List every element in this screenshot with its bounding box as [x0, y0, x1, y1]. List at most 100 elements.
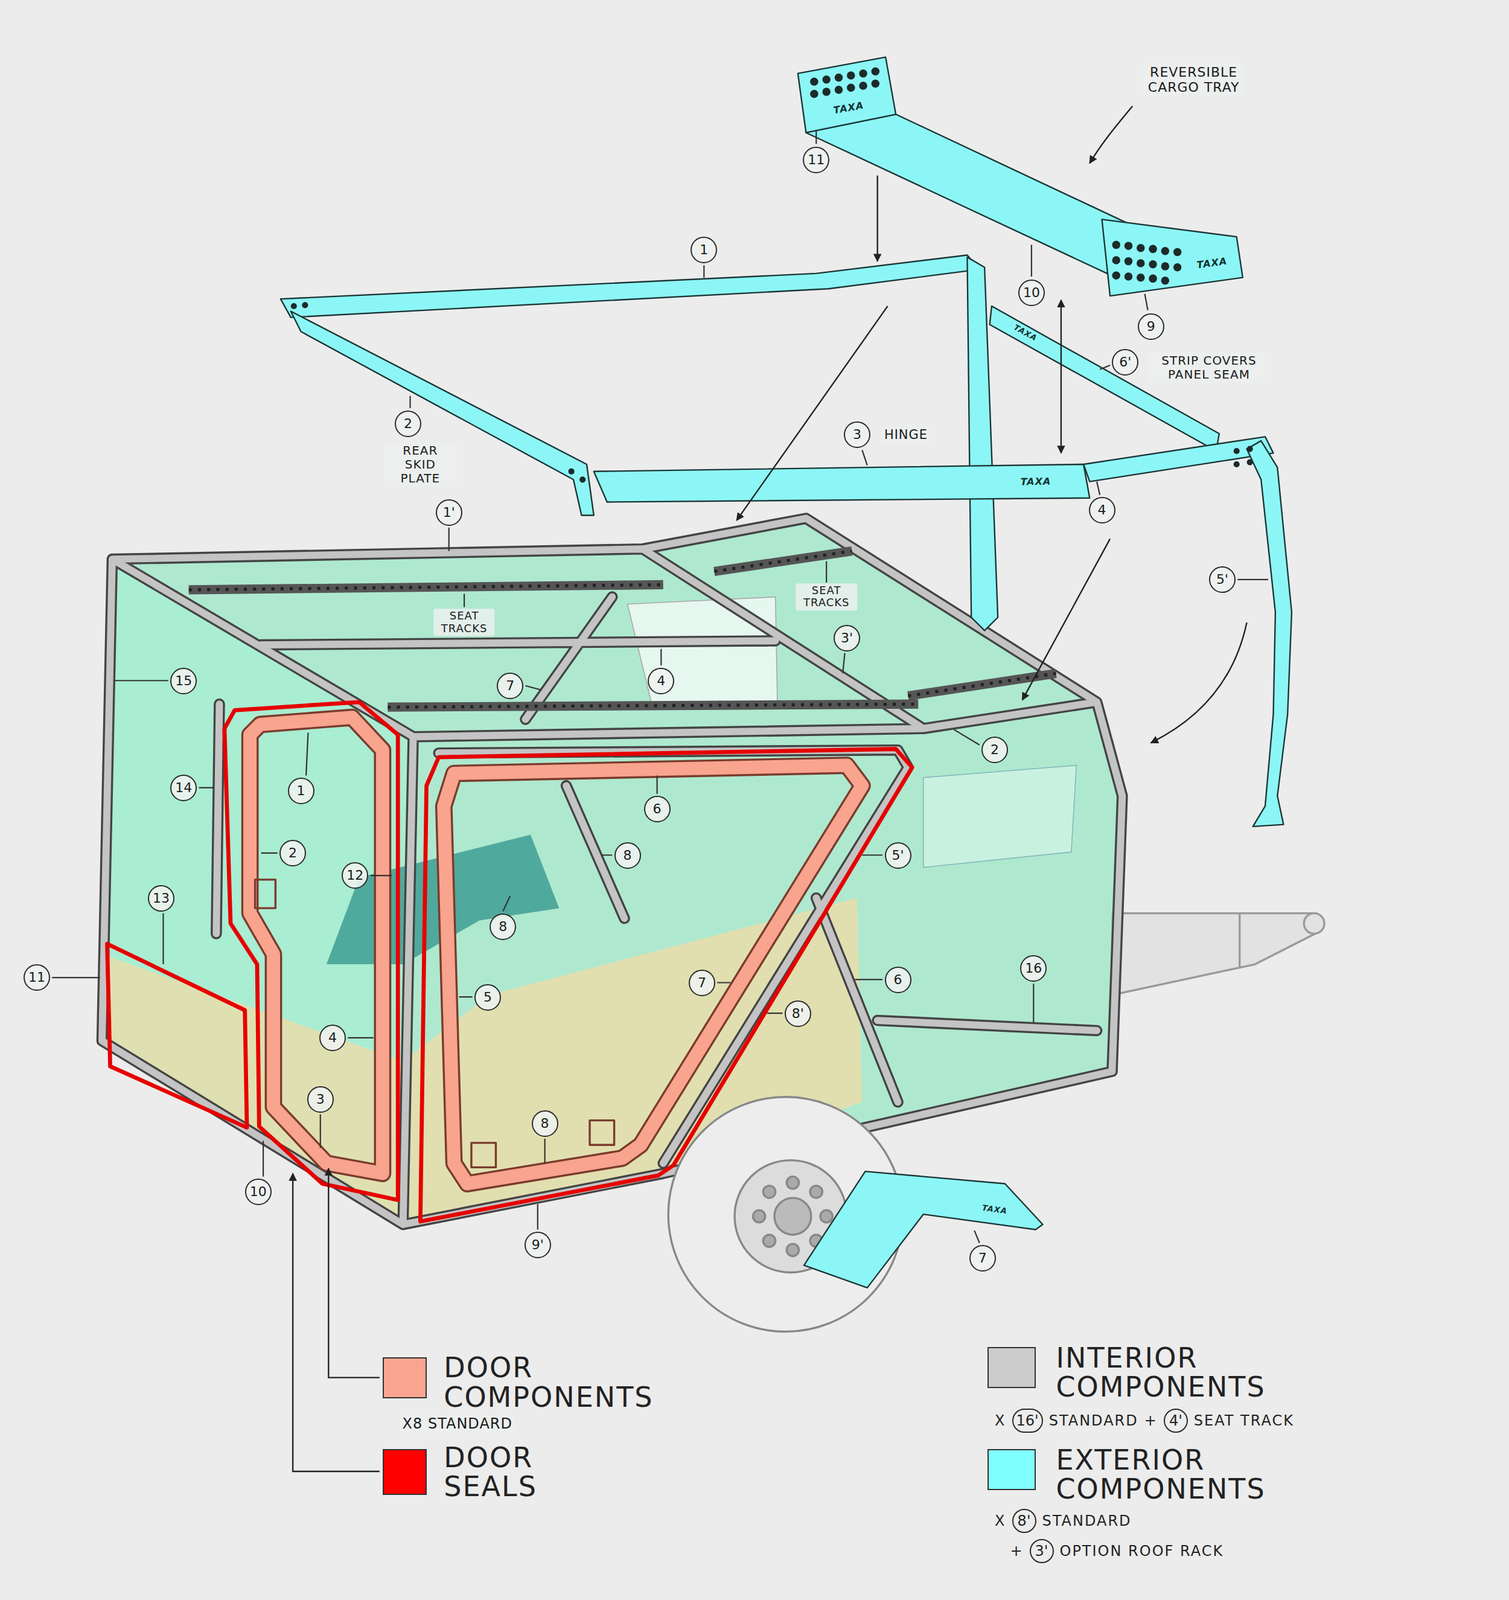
- bolt-hole: [1161, 276, 1170, 285]
- callout-number: 8: [614, 842, 642, 869]
- trailer-body: [923, 765, 1077, 868]
- legend-note: STANDARD: [1042, 1512, 1132, 1529]
- callout-number: 1: [287, 777, 315, 804]
- exterior-component: [1083, 436, 1273, 482]
- leader-line: [410, 130, 1269, 580]
- bolt-hole: [1173, 263, 1182, 272]
- callout-number: 13: [147, 884, 175, 912]
- bolt-hole: [1247, 446, 1254, 453]
- callout-number: 2: [981, 736, 1009, 763]
- callout-number: 3: [843, 421, 871, 448]
- callout-number: 8: [489, 913, 517, 940]
- door-seal: [224, 701, 398, 1200]
- bolt-hole: [1124, 272, 1133, 281]
- part-label: REAR SKID PLATE: [384, 442, 456, 487]
- wheel: [786, 1243, 799, 1256]
- callout-number: 9': [524, 1231, 552, 1258]
- callout-number: 3': [833, 624, 861, 652]
- legend-note: STANDARD: [1049, 1411, 1139, 1429]
- callout-number: 6': [1111, 348, 1139, 376]
- callout-number: 1: [690, 236, 718, 264]
- exterior-component: [797, 57, 896, 133]
- bolt-hole: [871, 67, 881, 77]
- bolt-hole: [822, 87, 831, 96]
- assembly-arrow: [292, 106, 1247, 1471]
- exterior-component: [280, 255, 980, 318]
- bolt-hole: [871, 79, 881, 89]
- assembly-arrow: [1022, 538, 1111, 700]
- bolt-hole: [1111, 255, 1121, 265]
- leader-line: [51, 130, 1269, 1243]
- legend-note: X16'STANDARD+4'SEAT TRACK: [994, 1408, 1295, 1433]
- legend-note: X: [994, 1512, 1006, 1529]
- legend-note: OPTION ROOF RACK: [1059, 1542, 1225, 1560]
- wheel: [774, 1197, 812, 1235]
- assembly-arrow: [292, 1173, 380, 1471]
- callout-number: 2: [394, 410, 422, 438]
- callout-number: 6: [884, 966, 912, 993]
- callout-number: 6: [644, 795, 671, 823]
- trailer-tongue: [1111, 913, 1325, 995]
- callout-number: 10: [1018, 279, 1045, 307]
- bolt-hole: [1136, 243, 1146, 253]
- part-label: HINGE: [881, 426, 931, 444]
- callout-number: 7: [496, 672, 524, 699]
- bolt-hole: [822, 75, 831, 84]
- wheel: [810, 1185, 823, 1198]
- bolt-hole: [810, 89, 819, 99]
- legend-note: X: [994, 1411, 1006, 1429]
- bolt-hole: [1148, 274, 1158, 284]
- callout-number: 15: [170, 667, 197, 695]
- callout-number: 4: [319, 1024, 346, 1051]
- assembly-arrow: [1089, 106, 1133, 164]
- interior-frame: [102, 518, 1123, 1225]
- bolt-hole: [846, 83, 856, 93]
- bolt-hole: [1161, 246, 1170, 256]
- bolt-hole: [301, 301, 308, 308]
- callout-number: 4: [1088, 496, 1116, 524]
- bolt-hole: [568, 468, 575, 475]
- bolt-hole: [858, 81, 868, 90]
- legend-swatch: [987, 1448, 1036, 1490]
- exterior-component: [805, 114, 1135, 274]
- callout-number: 2: [279, 839, 307, 867]
- trailer-body: [102, 518, 1123, 1225]
- callout-number: 10: [245, 1178, 272, 1205]
- callout-number: 12: [341, 861, 369, 889]
- assembly-arrow: [877, 175, 879, 262]
- bolt-hole: [290, 67, 1254, 483]
- assembly-arrow: [1151, 622, 1248, 743]
- part-label: SEAT TRACKS: [795, 583, 857, 611]
- callout-number: 16': [1012, 1408, 1044, 1433]
- part-label: SEAT TRACKS: [433, 608, 495, 636]
- bolt-hole: [1111, 271, 1121, 281]
- bolt-hole: [1124, 242, 1133, 251]
- part-label: STRIP COVERS PANEL SEAM: [1148, 352, 1271, 383]
- trailer-tongue: [1238, 913, 1241, 968]
- legend-note: SEAT TRACK: [1193, 1411, 1295, 1429]
- bolt-hole: [1173, 248, 1182, 257]
- bolt-hole: [290, 303, 297, 310]
- assembly-arrow: [328, 1167, 380, 1377]
- door-component: [471, 1142, 497, 1168]
- bolt-hole: [1233, 461, 1240, 468]
- bolt-hole: [1148, 260, 1158, 269]
- callout-number: 4': [1163, 1408, 1188, 1433]
- exterior-component: [803, 1170, 1044, 1288]
- callout-number: 8': [1012, 1508, 1037, 1533]
- logo-text: TAXA: [1020, 476, 1051, 487]
- assembly-arrow: [1060, 299, 1062, 454]
- bolt-hole: [579, 476, 586, 483]
- callout-number: 14: [170, 774, 197, 801]
- wheel: [762, 1234, 776, 1247]
- part-label: REVERSIBLE CARGO TRAY: [1142, 63, 1245, 97]
- wheel: [786, 1176, 799, 1189]
- exterior-component: [1102, 219, 1243, 296]
- callout-number: 8': [784, 1000, 812, 1027]
- callout-number: 3: [307, 1085, 334, 1113]
- callout-number: 5': [1209, 566, 1236, 593]
- legend-swatch: [382, 1448, 427, 1495]
- door-seal: [106, 943, 247, 1127]
- callout-number: 7: [969, 1244, 996, 1272]
